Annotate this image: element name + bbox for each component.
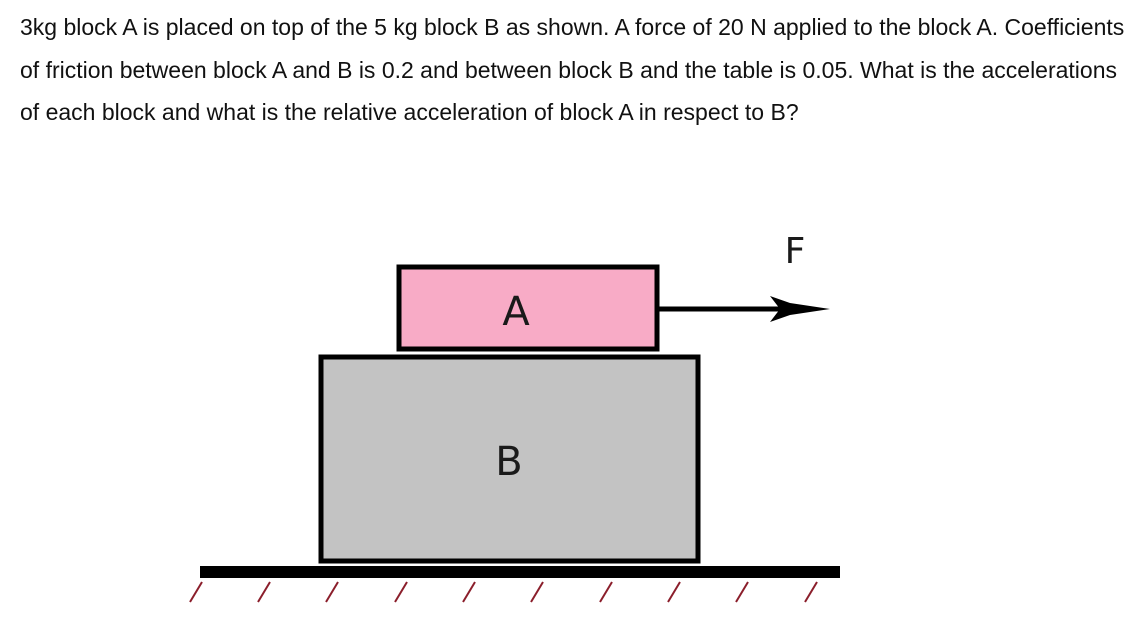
- problem-statement: 3kg block A is placed on top of the 5 kg…: [20, 14, 1125, 125]
- block-a: [396, 264, 660, 352]
- ground-surface: [200, 566, 840, 578]
- block-b-label: B: [495, 439, 522, 485]
- force-arrow-head: [770, 296, 830, 322]
- force-label: F: [785, 231, 806, 272]
- block-b: [318, 354, 701, 564]
- block-a-label: A: [502, 289, 530, 335]
- ground-hatching: [189, 581, 818, 603]
